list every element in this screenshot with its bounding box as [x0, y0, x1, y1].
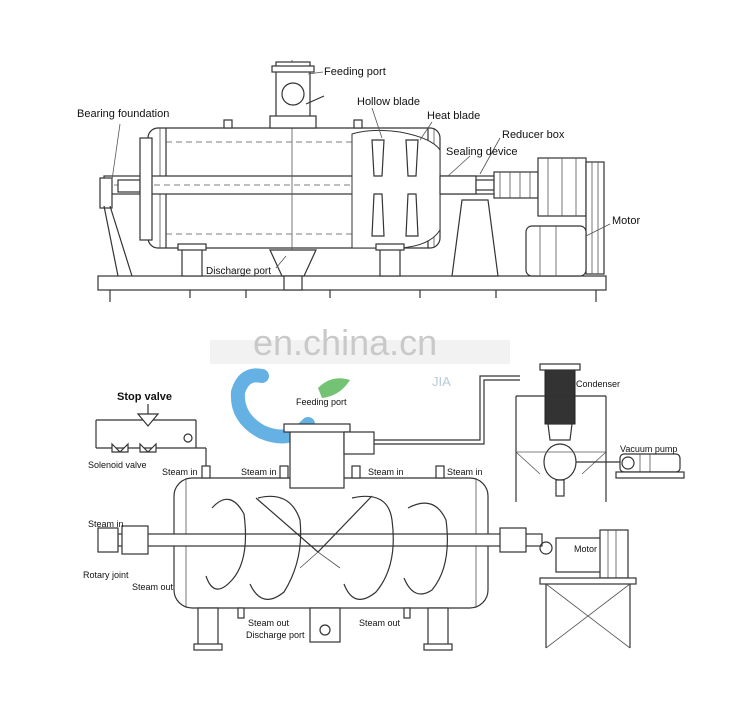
bottom-dryer-drawing: Stop valve Feeding port Condenser Soleno… [83, 363, 685, 651]
bottom-motor [599, 529, 629, 579]
label-motor-bottom: Motor [574, 544, 597, 554]
watermark: en.china.cn JIA [210, 322, 510, 444]
label-feeding-port-bottom: Feeding port [296, 397, 347, 407]
label-steam-out-mid: Steam out [248, 618, 290, 628]
bottom-feeding-port [289, 427, 345, 489]
label-steam-in-1: Steam in [162, 467, 198, 477]
label-discharge-port-top: Discharge port [206, 266, 271, 277]
label-steam-in-left: Steam in [88, 519, 124, 529]
label-sealing-device: Sealing device [446, 146, 518, 158]
top-discharge-port [269, 249, 317, 277]
solenoid-valve-icon [111, 442, 129, 453]
label-steam-in-4: Steam in [447, 467, 483, 477]
label-rotary-joint: Rotary joint [83, 570, 129, 580]
pressure-gauge-icon [183, 433, 193, 443]
label-solenoid-valve: Solenoid valve [88, 460, 147, 470]
label-bearing-foundation: Bearing foundation [77, 108, 169, 120]
label-steam-in-2: Steam in [241, 467, 277, 477]
label-discharge-port-bottom: Discharge port [246, 630, 305, 640]
top-dryer-drawing: Feeding port Bearing foundation Hollow b… [77, 60, 640, 302]
label-reducer-box: Reducer box [502, 129, 565, 141]
watermark-logo [230, 368, 315, 444]
watermark-brand-small: JIA [432, 374, 451, 389]
watermark-leaf-icon [318, 378, 350, 398]
label-stop-valve: Stop valve [117, 391, 172, 403]
label-steam-out-right: Steam out [359, 618, 401, 628]
label-condenser: Condenser [576, 379, 620, 389]
watermark-text: en.china.cn [253, 322, 437, 363]
label-steam-in-3: Steam in [368, 467, 404, 477]
label-feeding-port-top: Feeding port [324, 66, 386, 78]
top-base-frame [97, 275, 607, 291]
label-steam-out-left: Steam out [132, 582, 174, 592]
condenser-tank [543, 443, 577, 481]
label-hollow-blade: Hollow blade [357, 96, 420, 108]
label-motor-top: Motor [612, 215, 640, 227]
label-heat-blade: Heat blade [427, 110, 480, 122]
label-vacuum-pump: Vacuum pump [620, 444, 677, 454]
